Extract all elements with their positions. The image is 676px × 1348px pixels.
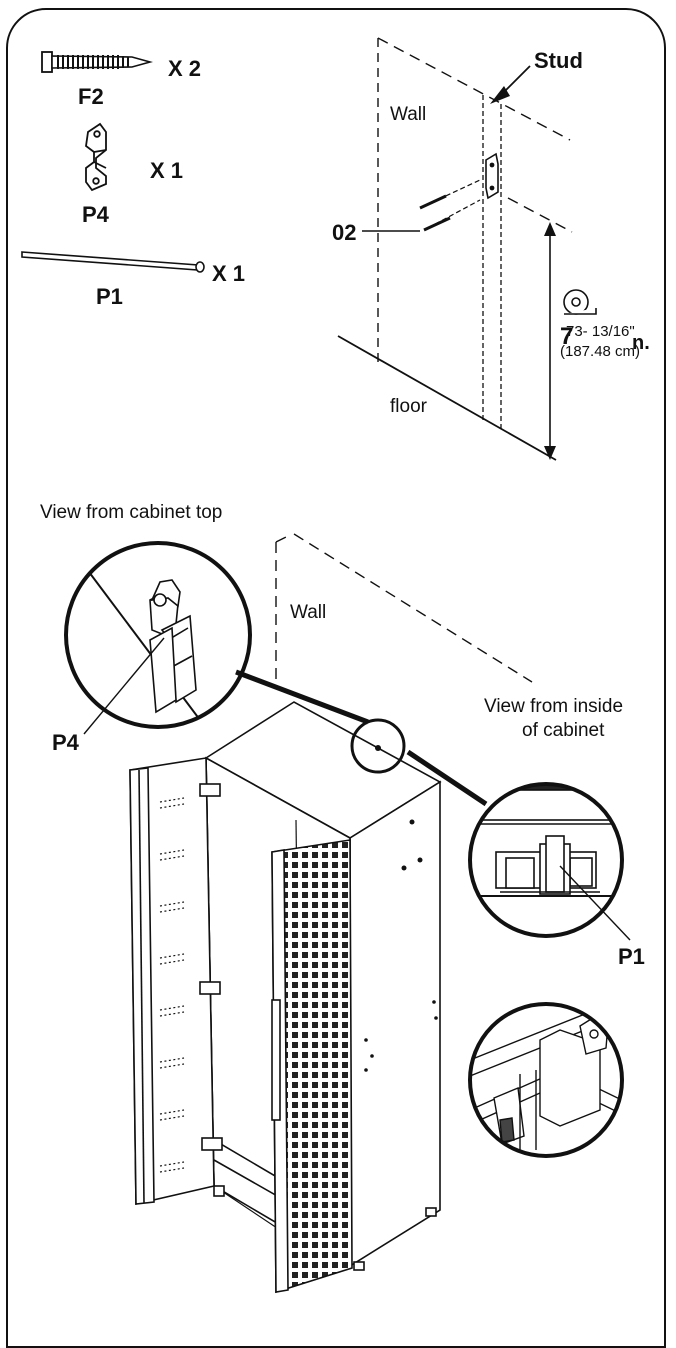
f2-quantity: X 2: [168, 56, 201, 81]
wall-label: Wall: [390, 104, 426, 125]
p4-quantity: X 1: [150, 158, 183, 183]
p1-quantity: X 1: [212, 261, 245, 286]
top-view-part-label: P4: [52, 730, 80, 755]
floor-label: floor: [390, 396, 428, 417]
bottom-detail-circle: [468, 1002, 624, 1158]
wall-mounting-diagram: [337, 37, 573, 461]
part-p1: X 1 P1: [21, 251, 245, 309]
height-suffix: n.: [632, 332, 650, 354]
height-inches: 73- 13/16": [566, 323, 635, 340]
p4-label: P4: [82, 202, 110, 227]
bracket-icon: [85, 122, 107, 192]
height-prefix: 7: [560, 323, 573, 350]
stud-label: Stud: [534, 48, 583, 73]
tape-measure-icon: [563, 289, 597, 315]
top-wall-label: Wall: [290, 602, 326, 623]
cabinet: [129, 701, 442, 1294]
part-f2: X 2 F2: [41, 51, 201, 109]
right-door-handle: [271, 999, 281, 1121]
inside-zoom-leader: [406, 749, 488, 807]
cabinet-right-side: [349, 780, 441, 1268]
background-wall: [275, 533, 533, 683]
rod-icon: [21, 251, 205, 273]
inside-view-title-line2: of cabinet: [522, 720, 605, 741]
f2-label: F2: [78, 84, 104, 109]
screw-icon: [41, 51, 153, 73]
top-bracket-callout-ring: [350, 718, 406, 774]
inside-detail-circle: [468, 782, 631, 941]
part-p4: X 1 P4: [82, 122, 183, 227]
height-cm: (187.48 cm): [560, 343, 640, 360]
screw-label: 02: [332, 220, 356, 245]
top-zoom-leader: [235, 669, 369, 725]
top-detail-circle: [64, 541, 252, 735]
inside-view-part-label: P1: [618, 944, 645, 969]
p1-label: P1: [96, 284, 123, 309]
top-view-title: View from cabinet top: [40, 502, 222, 523]
inside-view-title-line1: View from inside: [484, 696, 623, 717]
